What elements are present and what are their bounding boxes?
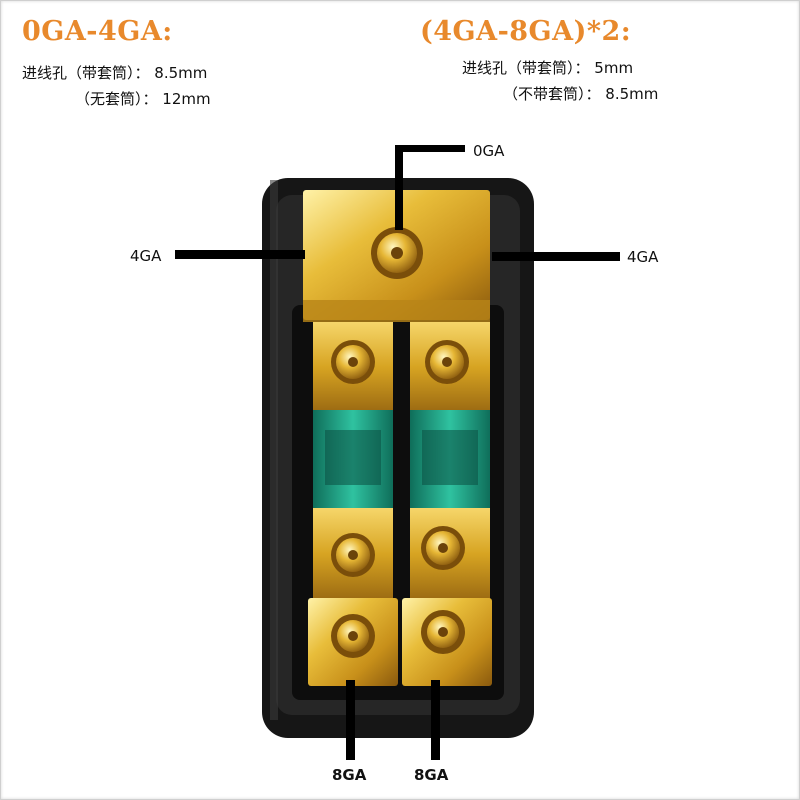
bottom-right-label: 8GA <box>414 766 449 784</box>
output-terminals <box>308 598 492 686</box>
left-spec-line-1: 进线孔（带套筒）： 8.5mm <box>22 62 207 83</box>
left-spec-title: 0GA-4GA: <box>22 16 173 47</box>
right-spec-line-2-value: 8.5mm <box>605 85 659 103</box>
left-spec-line-1-value: 8.5mm <box>154 64 208 82</box>
left-spec-line-1-label: 进线孔（带套筒）： <box>22 64 150 82</box>
bottom-left-label: 8GA <box>332 766 367 784</box>
top-callout-bar-vertical <box>395 145 403 230</box>
input-busbar <box>303 190 490 322</box>
right-spec-line-2-label: （不带套筒）： <box>503 85 601 103</box>
right-spec-line-2: （不带套筒）： 8.5mm <box>503 83 658 104</box>
top-callout-bar-horizontal <box>395 145 465 152</box>
top-input-label: 0GA <box>473 142 505 160</box>
left-fuse-channel <box>313 322 393 600</box>
right-spec-line-1: 进线孔（带套筒）： 5mm <box>462 57 633 78</box>
left-spec-line-2: （无套筒）： 12mm <box>75 88 211 109</box>
bottom-right-callout-bar <box>431 680 440 760</box>
left-callout-bar <box>175 250 305 259</box>
left-side-label: 4GA <box>130 247 162 265</box>
right-spec-line-1-label: 进线孔（带套筒）： <box>462 59 590 77</box>
right-callout-bar <box>492 252 620 261</box>
right-side-label: 4GA <box>627 248 659 266</box>
right-fuse-channel <box>410 322 490 600</box>
right-spec-line-1-value: 5mm <box>594 59 634 77</box>
right-spec-title: (4GA-8GA)*2: <box>420 16 632 47</box>
bottom-left-callout-bar <box>346 680 355 760</box>
left-spec-line-2-value: 12mm <box>162 90 211 108</box>
left-spec-line-2-label: （无套筒）： <box>75 90 158 108</box>
